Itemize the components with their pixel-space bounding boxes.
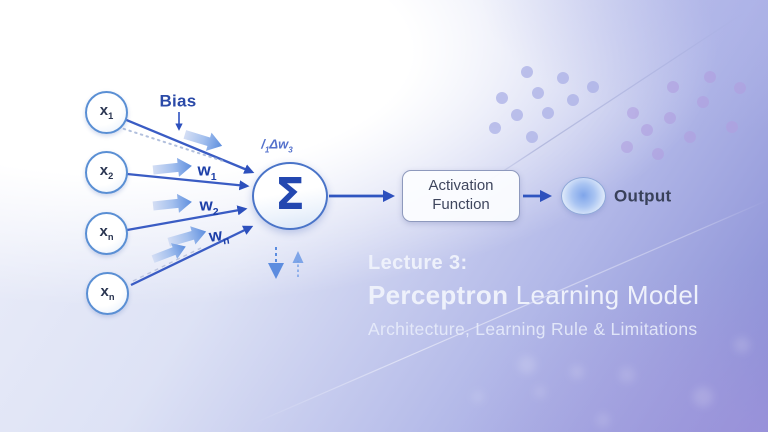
activation-function-box: Activation Function [402, 170, 520, 222]
label-sub: 1 [210, 170, 217, 183]
label-base: x [99, 102, 109, 120]
lecture-number: Lecture 3: [368, 252, 468, 274]
title-block: Lecture 3: Perceptron Learning Model Arc… [368, 252, 699, 340]
delta-base: Δw [269, 136, 289, 152]
delta-sub: 3 [288, 145, 293, 155]
scatter-dots-right-cluster [621, 71, 746, 160]
output-node [561, 177, 606, 215]
label-base: w [197, 160, 211, 180]
lecture-title: Perceptron Learning Model [368, 280, 699, 311]
output-label: Output [614, 186, 672, 206]
label-sub: n [108, 292, 115, 303]
lecture-title-rest: Learning Model [508, 280, 700, 310]
arrow-x1-to-sum [123, 117, 255, 174]
input-node-xn-label: xn [99, 224, 113, 242]
label-sub: 2 [108, 171, 114, 182]
activation-function-label: Activation Function [428, 177, 494, 213]
bias-label: Bias [159, 91, 197, 111]
arrow-xn2-to-sum [130, 225, 254, 287]
lecture-subtitle: Architecture, Learning Rule & Limitation… [368, 319, 698, 339]
delta-weight-annotation: /1Δw3 [261, 138, 292, 155]
dashed-guide-lines [117, 126, 224, 282]
sigma-symbol: Σ [274, 168, 306, 220]
input-node-x2: x2 [85, 151, 128, 194]
weight-update-arrows [268, 247, 304, 279]
separator-line [469, 11, 746, 194]
update-down-arrow-head [268, 263, 284, 279]
summation-node: Σ [252, 162, 328, 230]
scatter-dots-left-cluster [489, 66, 599, 143]
input-node-x1-label: x1 [100, 103, 114, 121]
lecture-title-emphasis: Perceptron [368, 280, 509, 310]
bokeh-specks [472, 337, 750, 427]
label-base: x [100, 283, 109, 301]
input-node-x2-label: x2 [100, 163, 114, 181]
input-node-xn: xn [85, 212, 128, 255]
label-base: w [199, 195, 213, 215]
arrow-x2-to-sum [126, 172, 250, 191]
weight-label-w1: w1 [197, 162, 216, 183]
input-node-xn2-label: xn [100, 284, 114, 302]
label-sub: 1 [108, 111, 114, 122]
label-sub: n [107, 232, 114, 243]
update-up-arrow-head [292, 251, 304, 263]
label-base: x [99, 162, 109, 180]
label-base: x [99, 223, 108, 241]
weight-label-w2: w2 [199, 197, 218, 218]
arrow-xn-to-sum [126, 205, 248, 232]
input-connection-arrows [123, 117, 255, 287]
input-node-x1: x1 [85, 91, 128, 134]
input-node-xn2: xn [86, 272, 129, 315]
delta-pre: / [261, 136, 265, 152]
delta-pre-sub: 1 [264, 145, 270, 155]
light-streak-line [249, 199, 768, 426]
block-arrow-bias [182, 125, 225, 155]
block-arrow-w2 [152, 192, 193, 216]
dotted-line-from-x1 [117, 126, 224, 162]
weight-label-wn: wn [208, 225, 231, 248]
label-sub: 2 [212, 205, 219, 218]
